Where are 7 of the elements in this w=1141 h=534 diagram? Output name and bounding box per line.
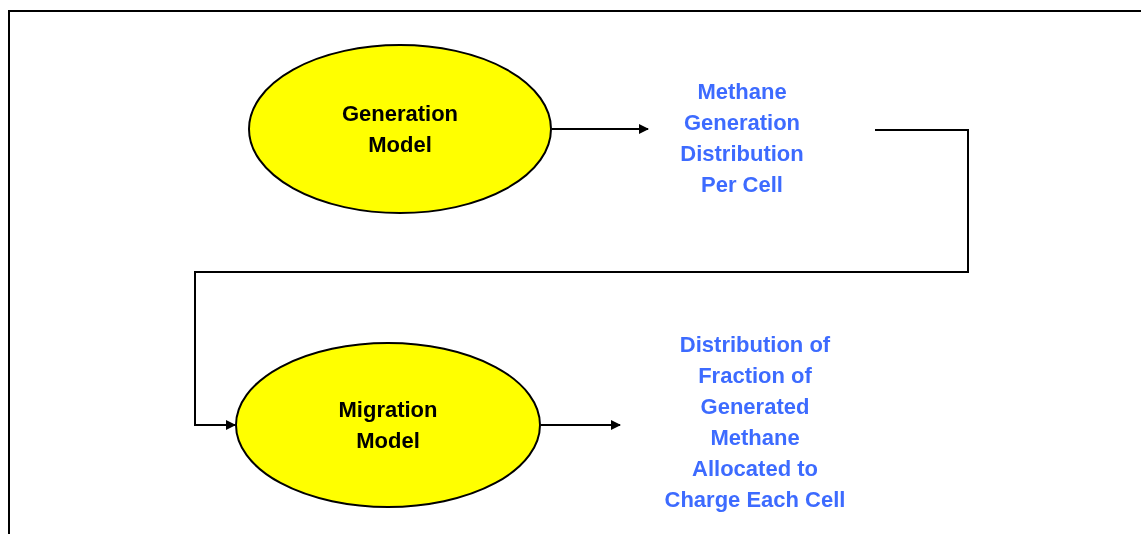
arrow xyxy=(194,129,969,430)
output-label: Methane Generation Distribution Per Cell xyxy=(679,78,805,199)
arrow xyxy=(551,124,649,134)
arrow xyxy=(540,420,621,430)
output-label: Distribution of Fraction of Generated Methane Allocated to Charge Each Cell xyxy=(663,331,847,514)
model-label: Migration Model xyxy=(337,396,439,455)
model-label: Generation Model xyxy=(340,100,460,159)
